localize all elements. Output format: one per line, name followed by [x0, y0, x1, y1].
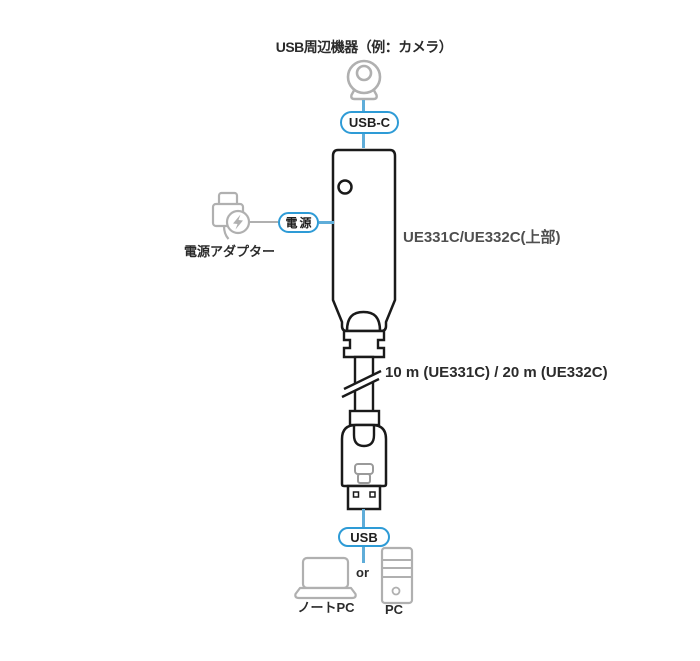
connector-line-device-top	[362, 134, 365, 148]
power-adapter-icon	[211, 191, 251, 240]
connector-line-camera	[362, 100, 365, 112]
usbc-port-badge: USB-C	[340, 111, 399, 134]
power-port-badge: 電源	[278, 212, 319, 233]
usb-port-label: USB	[350, 529, 378, 545]
or-label: or	[356, 565, 369, 580]
extender-device-drawing	[331, 148, 397, 511]
cable-length-label: 10 m (UE331C) / 20 m (UE332C)	[385, 364, 608, 381]
usb-port-badge: USB	[338, 527, 390, 547]
usbc-port-label: USB-C	[348, 115, 391, 130]
connector-line-usb-bottom	[362, 547, 365, 563]
connector-line-power	[319, 221, 334, 224]
webcam-icon	[346, 59, 382, 101]
laptop-icon	[294, 556, 357, 600]
connector-line-adapter	[249, 221, 278, 223]
power-adapter-label: 電源アダプター	[184, 244, 276, 259]
led-indicator	[337, 179, 353, 195]
desktop-pc-icon	[380, 546, 414, 605]
peripheral-label: USB周辺機器（例：カメラ）	[275, 39, 453, 55]
model-label: UE331C/UE332C(上部)	[403, 229, 561, 246]
laptop-label: ノートPC	[297, 600, 355, 615]
desktop-label: PC	[384, 602, 404, 617]
connector-line-usb-top	[362, 509, 365, 527]
power-port-label: 電源	[285, 216, 314, 230]
